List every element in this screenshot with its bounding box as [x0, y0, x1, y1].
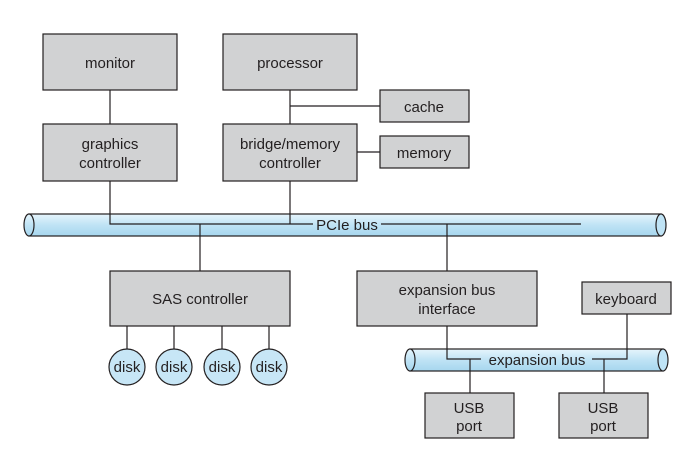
- bridge-memory-controller-box: bridge/memory controller: [222, 123, 358, 182]
- keyboard-box: keyboard: [581, 281, 672, 315]
- processor-box: processor: [222, 33, 358, 91]
- connection-lines: [109, 90, 628, 393]
- keyboard-label: keyboard: [595, 291, 657, 308]
- usb-port-box-1: USB port: [424, 392, 515, 439]
- bridge-memory-controller-label-line1: bridge/memory: [240, 136, 341, 153]
- cache-box: cache: [379, 89, 470, 123]
- disk-3: disk: [203, 348, 241, 386]
- graphics-controller-label-line2: controller: [79, 155, 141, 172]
- sas-controller-label: SAS controller: [152, 291, 248, 308]
- disk-3-label: disk: [209, 359, 236, 376]
- pcie-bus-label: PCIe bus: [316, 217, 378, 234]
- disk-2: disk: [155, 348, 193, 386]
- disk-4: disk: [250, 348, 288, 386]
- cache-label: cache: [404, 99, 444, 116]
- disk-1-label: disk: [114, 359, 141, 376]
- expansion-bus-interface-label-line1: expansion bus: [399, 282, 496, 299]
- memory-box: memory: [379, 135, 470, 169]
- monitor-label: monitor: [85, 55, 135, 72]
- expansion-bus-interface-box: expansion bus interface: [356, 270, 538, 327]
- expansion-bus-label: expansion bus: [489, 352, 586, 369]
- usb-port-box-2: USB port: [558, 392, 649, 439]
- bridge-memory-controller-label-line2: controller: [259, 155, 321, 172]
- graphics-controller-label-line1: graphics: [82, 136, 139, 153]
- disk-2-label: disk: [161, 359, 188, 376]
- monitor-box: monitor: [42, 33, 178, 91]
- usb-port-1-label-line1: USB: [454, 400, 485, 417]
- graphics-controller-box: graphics controller: [42, 123, 178, 182]
- usb-port-2-label-line2: port: [590, 418, 617, 435]
- sas-controller-box: SAS controller: [109, 270, 291, 327]
- processor-label: processor: [257, 55, 323, 72]
- pcie-bus: [23, 213, 667, 237]
- disk-4-label: disk: [256, 359, 283, 376]
- memory-label: memory: [397, 145, 452, 162]
- disk-1: disk: [108, 348, 146, 386]
- usb-port-2-label-line1: USB: [588, 400, 619, 417]
- usb-port-1-label-line2: port: [456, 418, 483, 435]
- expansion-bus-interface-label-line2: interface: [418, 301, 476, 318]
- expansion-bus: [404, 348, 669, 372]
